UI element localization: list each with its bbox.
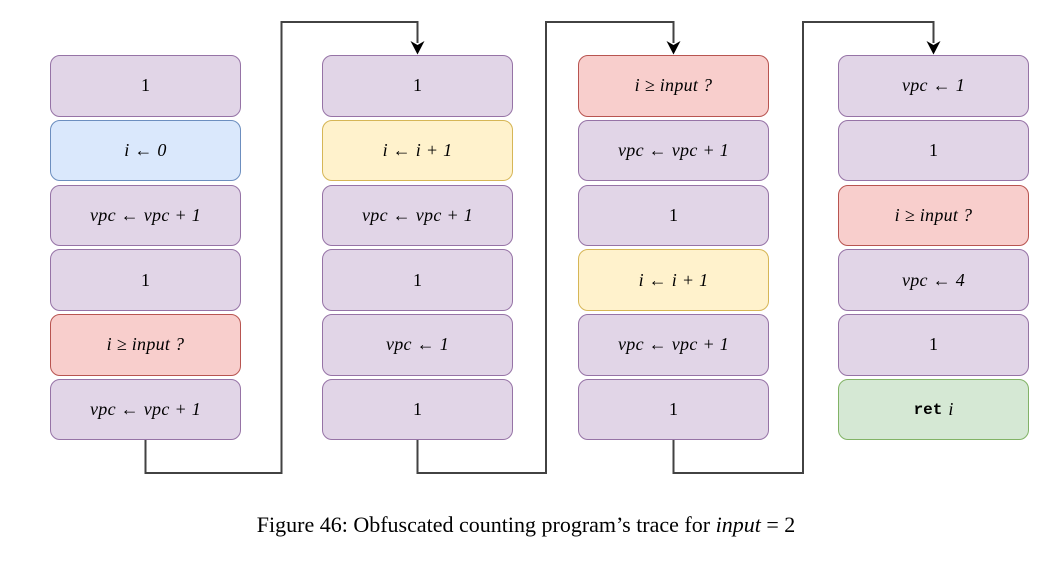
trace-box-label: i ≥ input ?	[894, 204, 973, 225]
trace-box: i ≥ input ?	[50, 314, 241, 376]
trace-box-label: vpc ← vpc + 1	[89, 399, 201, 420]
trace-box: i ← i + 1	[578, 249, 769, 311]
trace-box-label: i ← 0	[124, 140, 167, 161]
trace-column-4: vpc ← 1 1 i ≥ input ? vpc ← 4 1 ret i	[838, 55, 1029, 441]
trace-box: 1	[578, 378, 769, 441]
trace-box-label: 1	[929, 140, 938, 161]
trace-box-label: i ← i + 1	[382, 140, 453, 161]
trace-box: vpc ← 4	[838, 249, 1029, 311]
trace-box-label: 1	[141, 75, 150, 96]
figure-caption: Figure 46: Obfuscated counting program’s…	[0, 512, 1052, 538]
trace-box-label: vpc ← 4	[901, 269, 966, 290]
trace-box-label: vpc ← vpc + 1	[617, 140, 729, 161]
trace-box: 1	[578, 184, 769, 247]
trace-box-return: ret i	[838, 378, 1029, 441]
trace-box: 1	[50, 249, 241, 311]
trace-box: vpc ← vpc + 1	[322, 184, 513, 247]
trace-box: 1	[322, 55, 513, 117]
ret-keyword: ret	[913, 400, 943, 419]
ret-variable: i	[948, 399, 954, 420]
trace-box: vpc ← 1	[838, 55, 1029, 117]
caption-suffix: = 2	[760, 512, 796, 537]
trace-box-label: vpc ← 1	[385, 334, 450, 355]
caption-prefix: Figure 46: Obfuscated counting program’s…	[256, 512, 716, 537]
trace-box-label: 1	[413, 399, 422, 420]
trace-box-label: 1	[669, 204, 678, 225]
trace-box-label: vpc ← vpc + 1	[361, 204, 473, 225]
trace-box-label: i ← i + 1	[638, 269, 709, 290]
trace-box-label: 1	[413, 269, 422, 290]
trace-box-label: 1	[413, 75, 422, 96]
arrowhead-down-icon	[410, 41, 425, 55]
trace-box: 1	[322, 378, 513, 441]
trace-box-label: 1	[929, 334, 938, 355]
trace-box: i ≥ input ?	[838, 184, 1029, 247]
trace-box-label: vpc ← 1	[901, 75, 966, 96]
trace-box-label: 1	[141, 269, 150, 290]
trace-box: 1	[838, 119, 1029, 182]
trace-box-label: vpc ← vpc + 1	[89, 204, 201, 225]
trace-box-label: i ≥ input ?	[106, 334, 185, 355]
arrowhead-down-icon	[926, 41, 941, 55]
trace-box: vpc ← vpc + 1	[578, 314, 769, 376]
trace-box: i ≥ input ?	[578, 55, 769, 117]
trace-column-1: 1 i ← 0 vpc ← vpc + 1 1 i ≥ input ? vpc …	[50, 55, 241, 441]
trace-box: vpc ← vpc + 1	[50, 184, 241, 247]
trace-box: 1	[322, 249, 513, 311]
trace-box: vpc ← 1	[322, 314, 513, 376]
trace-column-3: i ≥ input ? vpc ← vpc + 1 1 i ← i + 1 vp…	[578, 55, 769, 441]
trace-box: vpc ← vpc + 1	[578, 119, 769, 182]
trace-box: 1	[50, 55, 241, 117]
trace-column-2: 1 i ← i + 1 vpc ← vpc + 1 1 vpc ← 1 1	[322, 55, 513, 441]
trace-box: 1	[838, 314, 1029, 376]
trace-box-label: 1	[669, 399, 678, 420]
trace-box: vpc ← vpc + 1	[50, 378, 241, 441]
trace-box-label: i ≥ input ?	[634, 75, 713, 96]
caption-math-term: input	[715, 512, 761, 537]
trace-box: i ← 0	[50, 119, 241, 182]
trace-box: i ← i + 1	[322, 119, 513, 182]
arrowhead-down-icon	[666, 41, 681, 55]
trace-box-label: vpc ← vpc + 1	[617, 334, 729, 355]
